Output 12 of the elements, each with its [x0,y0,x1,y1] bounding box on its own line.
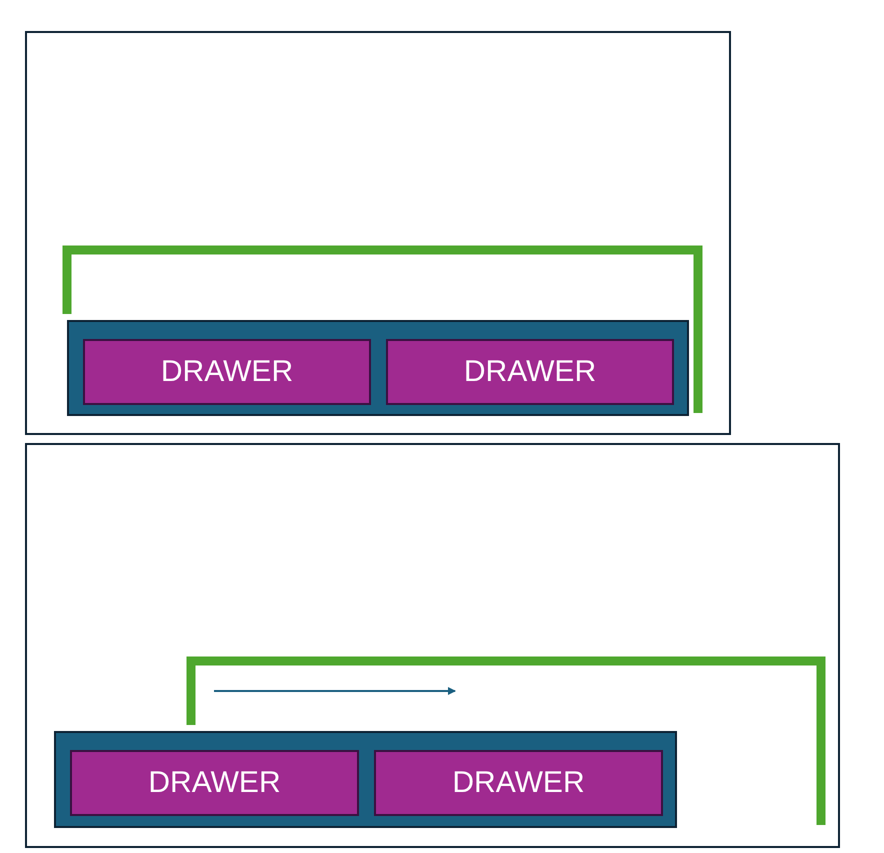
panel-frame [25,31,731,435]
drawer-label: DRAWER [464,355,596,389]
drawer [70,750,359,816]
drawer-label: DRAWER [452,766,585,800]
panel-frame [25,443,840,848]
drawer-label: DRAWER [160,355,294,389]
drawer-label: DRAWER [148,766,281,800]
drawer [386,339,674,405]
drawer [83,339,371,405]
drawer [374,750,663,816]
cabinet-body [54,731,677,828]
cabinet-body [67,320,689,416]
